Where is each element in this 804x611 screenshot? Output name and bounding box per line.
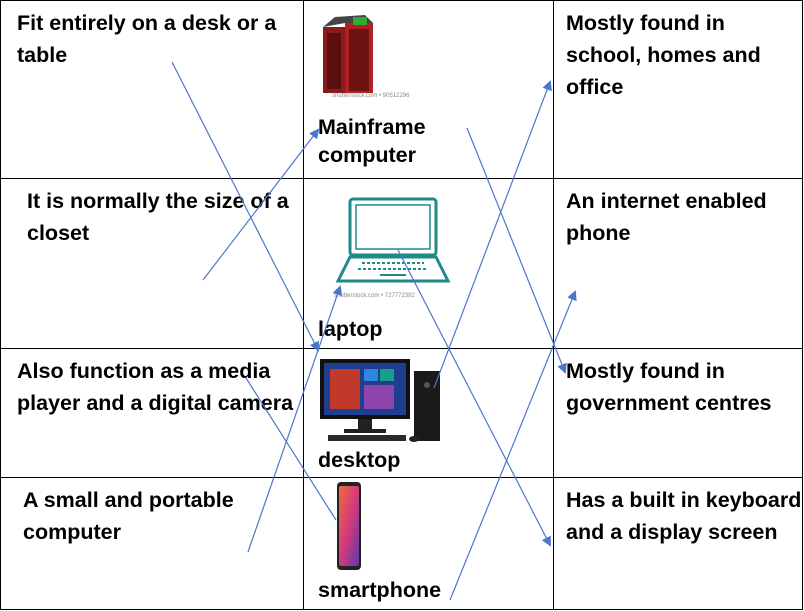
table-row: Fit entirely on a desk or a table shutte…	[0, 0, 803, 179]
description-text: An internet enabled phone	[566, 189, 767, 245]
middle-cell: smartphone	[303, 477, 554, 610]
left-cell: Fit entirely on a desk or a table	[0, 0, 304, 179]
right-cell: Mostly found in government centres	[553, 348, 803, 478]
mainframe-server-image	[323, 15, 373, 93]
description-text: Mostly found in school, homes and office	[566, 11, 761, 99]
stock-credit: shutterstock.com • 727772392	[334, 293, 415, 299]
description-text: Mostly found in government centres	[566, 359, 772, 415]
right-cell: Mostly found in school, homes and office	[553, 0, 803, 179]
device-caption: laptop	[318, 317, 383, 341]
smartphone-image	[337, 482, 361, 570]
description-text: Has a built in keyboard and a display sc…	[566, 488, 802, 544]
desktop-pc-image	[320, 359, 440, 442]
middle-cell: desktop	[303, 348, 554, 478]
description-text: Fit entirely on a desk or a table	[17, 11, 277, 67]
left-cell: It is normally the size of a closet	[0, 178, 304, 349]
device-caption: desktop	[318, 448, 401, 472]
description-text: It is normally the size of a closet	[27, 189, 289, 245]
left-cell: A small and portable computer	[0, 477, 304, 610]
left-cell: Also function as a media player and a di…	[0, 348, 304, 478]
laptop-outline-image	[335, 197, 451, 283]
middle-cell: shutterstock.com • 90512296 Mainframe co…	[303, 0, 554, 179]
table-row: It is normally the size of a closet shut…	[0, 178, 803, 349]
description-text: Also function as a media player and a di…	[17, 359, 294, 415]
description-text: A small and portable computer	[23, 488, 234, 544]
right-cell: An internet enabled phone	[553, 178, 803, 349]
table-row: Also function as a media player and a di…	[0, 348, 803, 478]
device-caption: smartphone	[318, 578, 442, 602]
right-cell: Has a built in keyboard and a display sc…	[553, 477, 803, 610]
middle-cell: shutterstock.com • 727772392 laptop	[303, 178, 554, 349]
device-caption: Mainframe computer	[318, 115, 426, 167]
table-row: A small and portable computer smartphone…	[0, 477, 803, 610]
stock-credit: shutterstock.com • 90512296	[332, 93, 410, 99]
